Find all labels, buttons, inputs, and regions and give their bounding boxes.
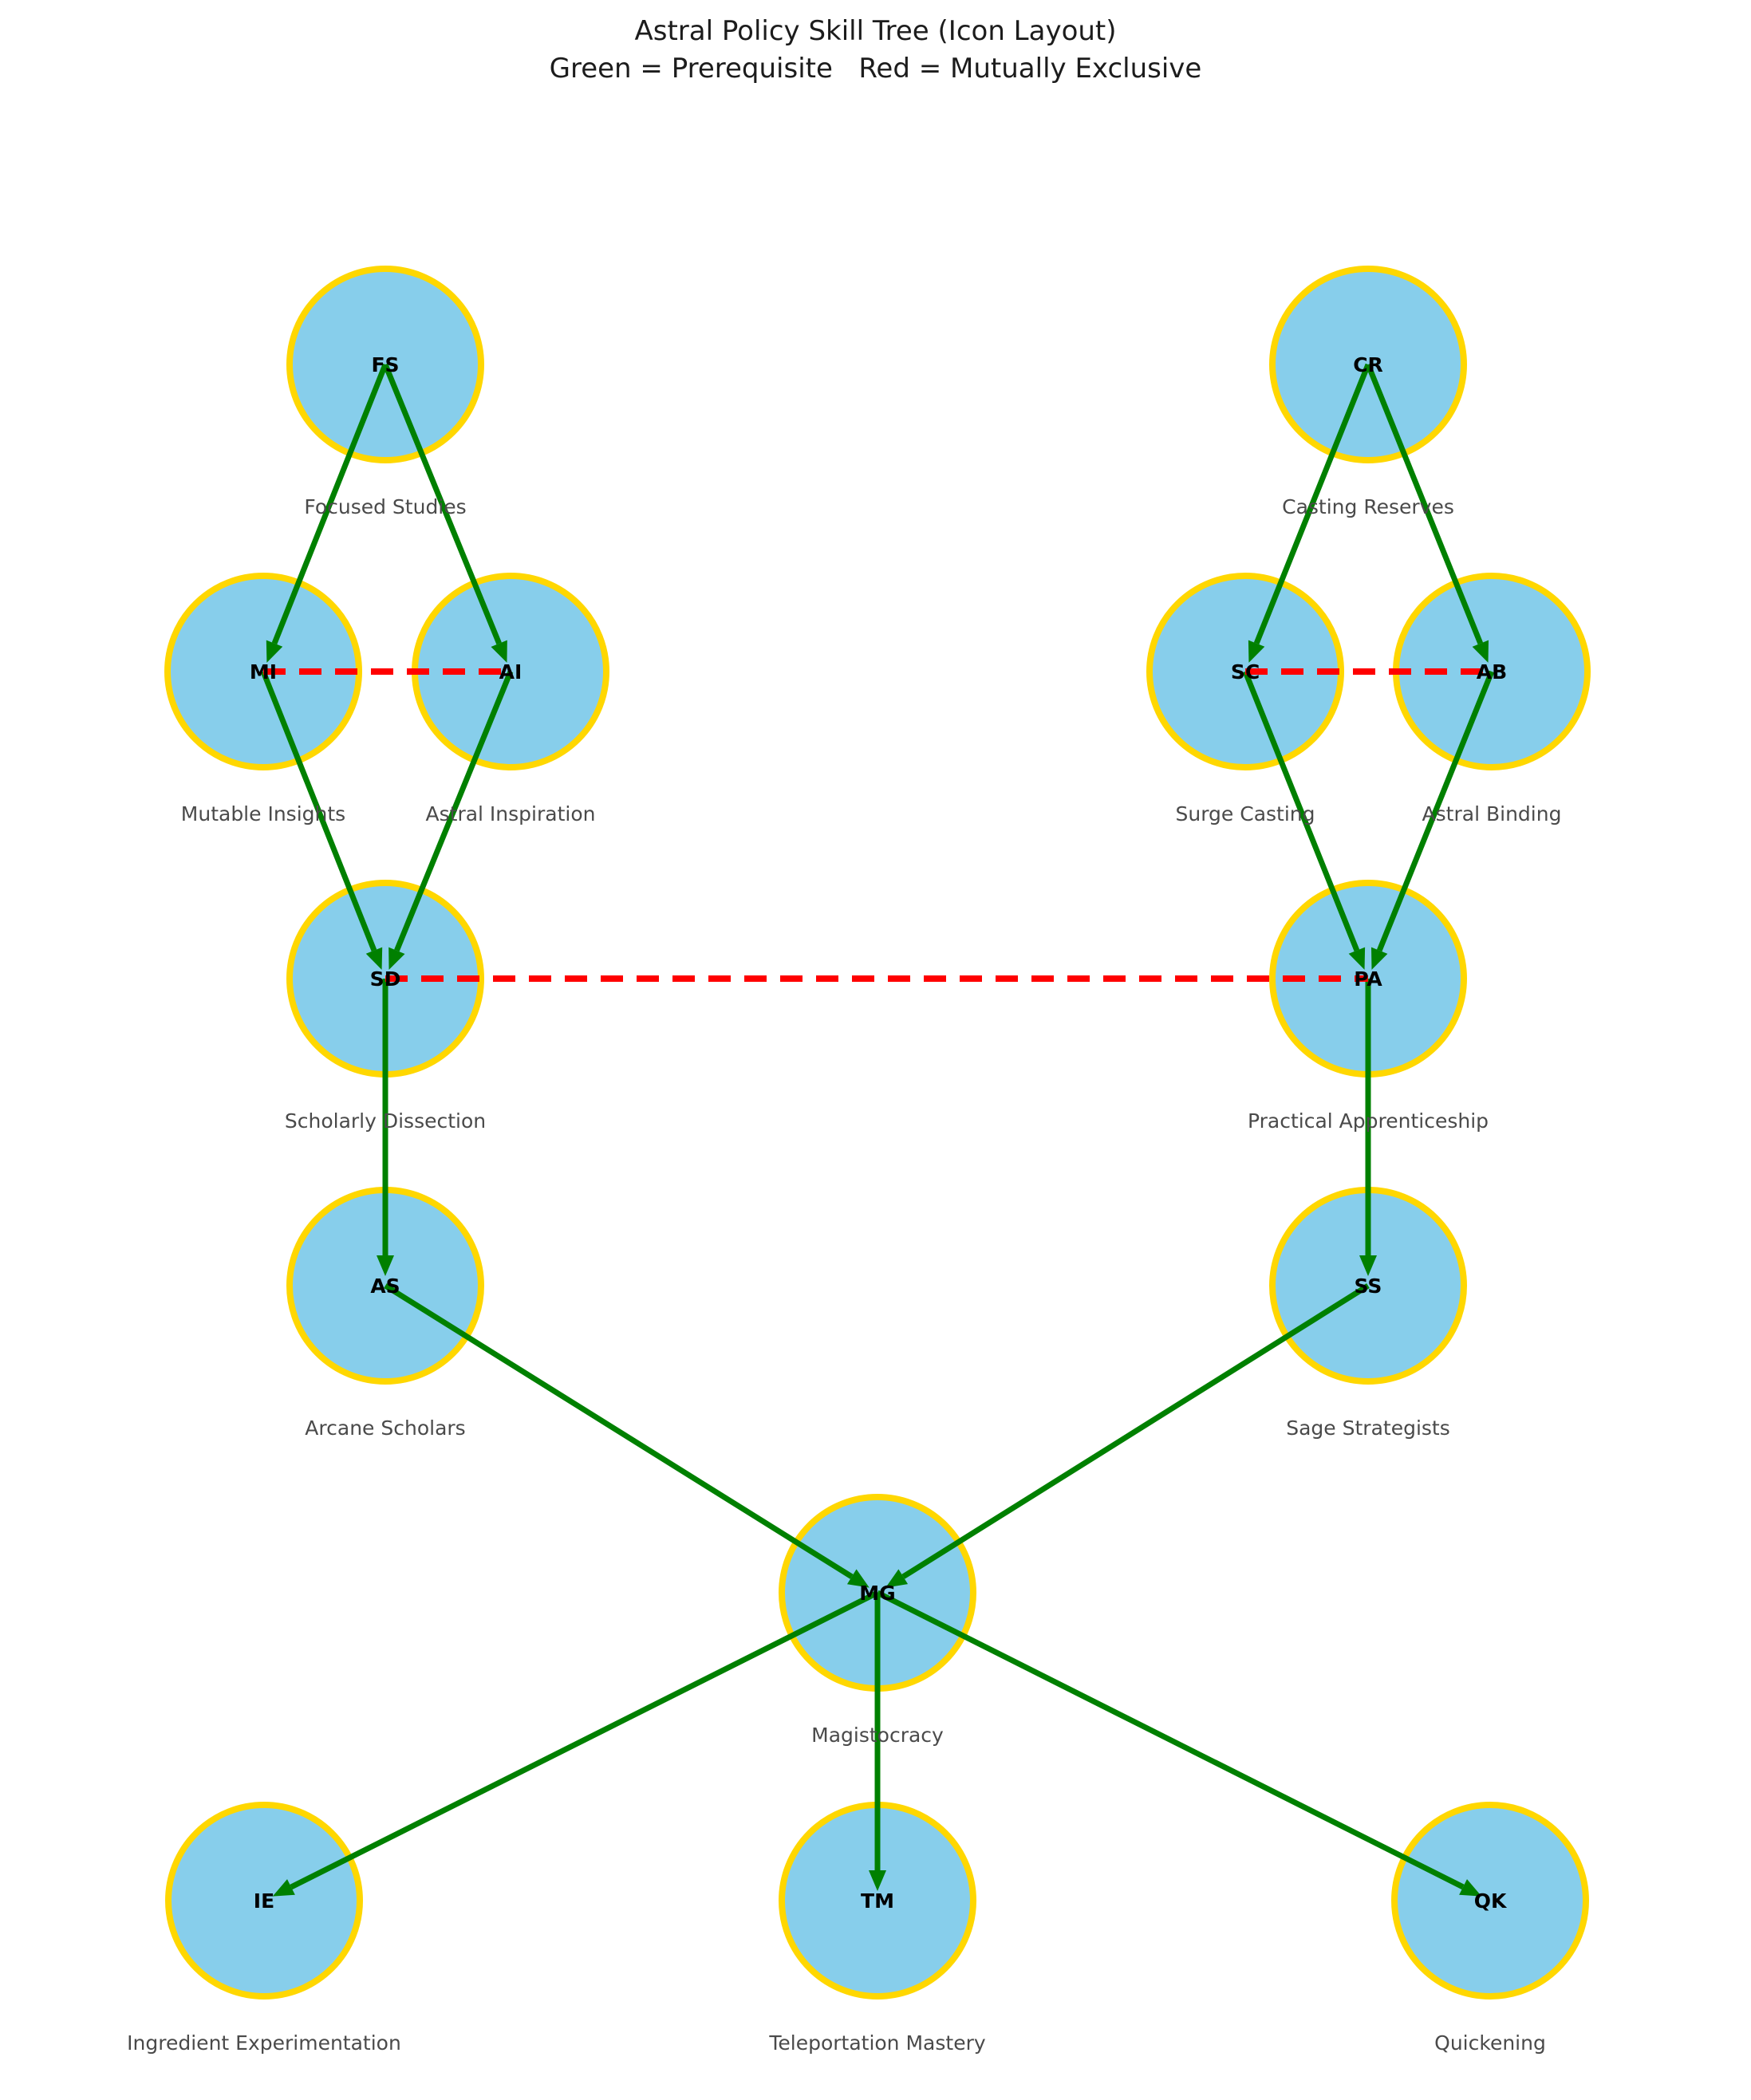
node-code-label-AI: AI	[499, 660, 523, 684]
node-name-label-SS: Sage Strategists	[1286, 1416, 1450, 1440]
node-name-label-TM: Teleportation Mastery	[768, 2031, 986, 2055]
node-name-label-SC: Surge Casting	[1175, 802, 1315, 825]
node-name-label-FS: Focused Studies	[304, 495, 466, 518]
node-code-label-PA: PA	[1354, 967, 1382, 991]
node-name-label-AI: Astral Inspiration	[426, 802, 596, 825]
arrowhead-icon-SS-MG	[885, 1569, 909, 1588]
prerequisite-edge-AS-MG	[384, 1283, 854, 1579]
node-name-label-MI: Mutable Insights	[181, 802, 345, 825]
arrowhead-icon-MG-QK	[1459, 1879, 1482, 1897]
title-line-1: Astral Policy Skill Tree (Icon Layout)	[634, 15, 1117, 47]
node-code-label-AB: AB	[1477, 660, 1507, 684]
node-circle-IE	[165, 1802, 363, 2000]
arrowhead-icon-AS-MG	[846, 1569, 870, 1588]
arrowhead-icon-SC-PA	[1348, 947, 1366, 970]
arrowhead-icon-CR-AB	[1472, 640, 1489, 663]
arrowhead-icon-CR-SC	[1248, 640, 1265, 663]
prerequisite-edge-CR-AB	[1365, 363, 1484, 645]
prerequisite-edge-MG-QK	[876, 1590, 1465, 1890]
node-name-label-PA: Practical Apprenticeship	[1248, 1109, 1489, 1133]
prerequisite-edge-AB-PA	[1376, 670, 1495, 952]
node-code-label-SD: SD	[370, 967, 401, 991]
node-code-label-SC: SC	[1231, 660, 1260, 684]
node-name-label-SD: Scholarly Dissection	[285, 1109, 486, 1133]
node-code-label-SS: SS	[1355, 1275, 1382, 1298]
node-code-label-QK: QK	[1474, 1889, 1508, 1913]
node-name-label-CR: Casting Reserves	[1282, 495, 1454, 518]
prerequisite-edge-AI-SD	[394, 670, 514, 952]
node-code-label-IE: IE	[254, 1889, 274, 1913]
node-name-label-AB: Astral Binding	[1422, 802, 1562, 825]
arrowhead-icon-MG-TM	[869, 1870, 886, 1891]
node-circle-QK	[1391, 1802, 1589, 2000]
node-code-label-AS: AS	[370, 1275, 400, 1298]
arrowhead-icon-AB-PA	[1370, 947, 1388, 970]
prerequisite-edge-MG-IE	[290, 1590, 879, 1890]
arrowhead-icon-MG-IE	[272, 1879, 295, 1897]
arrowhead-icon-FS-MI	[266, 640, 283, 663]
figure-title: Astral Policy Skill Tree (Icon Layout) G…	[0, 13, 1751, 88]
prerequisite-edge-MI-SD	[260, 670, 377, 952]
prerequisite-edge-FS-AI	[382, 363, 502, 645]
node-code-label-CR: CR	[1353, 353, 1383, 376]
title-line-2: Green = Prerequisite Red = Mutually Excl…	[549, 53, 1202, 85]
arrowhead-icon-FS-AI	[491, 640, 507, 663]
prerequisite-edge-SS-MG	[901, 1283, 1370, 1579]
node-name-label-AS: Arcane Scholars	[305, 1416, 465, 1440]
arrowhead-icon-AI-SD	[388, 947, 405, 970]
node-name-label-IE: Ingredient Experimentation	[127, 2031, 401, 2055]
node-code-label-MI: MI	[250, 660, 277, 684]
arrowhead-icon-SD-AS	[377, 1255, 394, 1276]
node-name-label-QK: Quickening	[1434, 2031, 1546, 2055]
prerequisite-edge-CR-SC	[1253, 363, 1371, 645]
node-code-label-MG: MG	[859, 1582, 895, 1605]
prerequisite-edge-FS-MI	[271, 363, 388, 644]
prerequisite-edge-SC-PA	[1242, 670, 1360, 952]
arrowhead-icon-PA-SS	[1359, 1255, 1377, 1276]
node-code-label-FS: FS	[371, 353, 399, 376]
arrowhead-icon-MI-SD	[365, 947, 383, 970]
node-name-label-MG: Magistocracy	[811, 1724, 944, 1747]
node-code-label-TM: TM	[861, 1889, 894, 1913]
